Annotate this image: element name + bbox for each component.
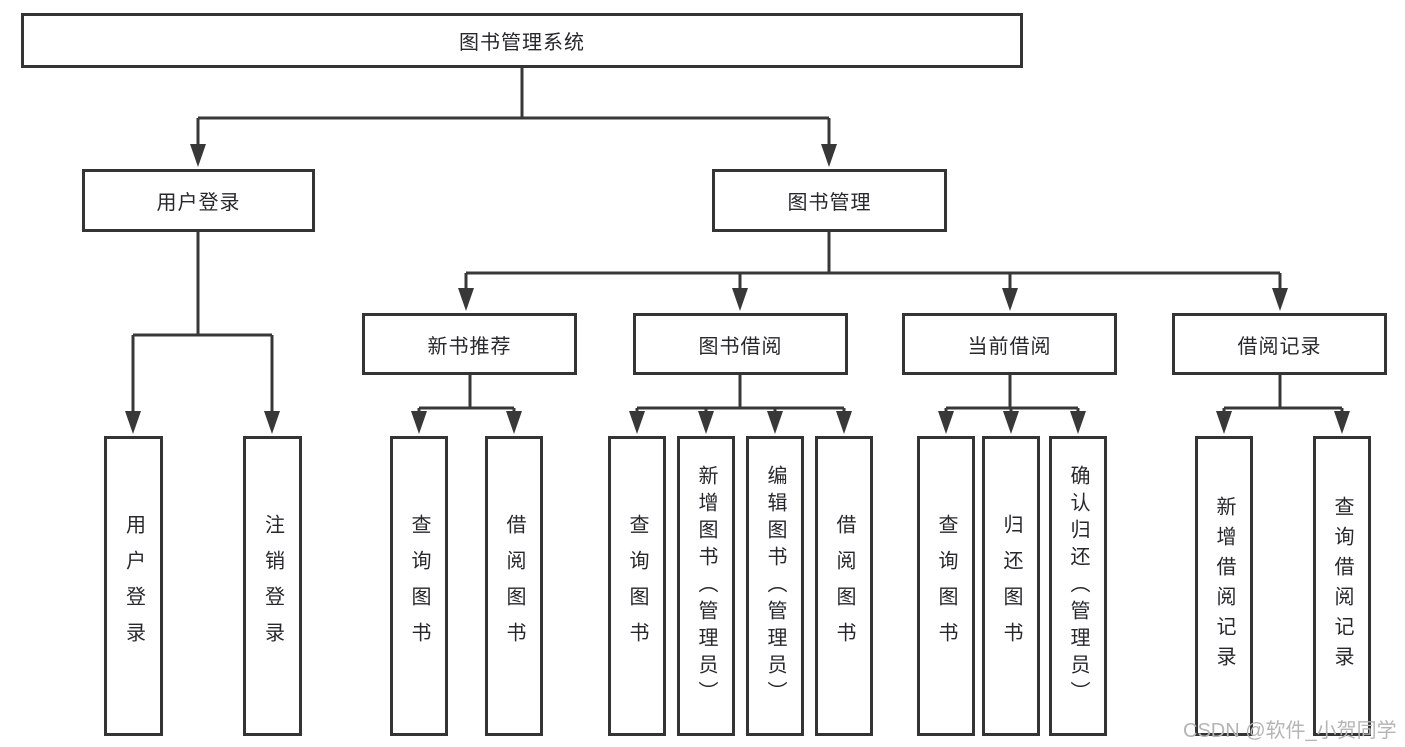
leaf-label: 借阅图书 bbox=[833, 514, 855, 658]
node-current-borrow-label: 当前借阅 bbox=[967, 335, 1052, 358]
csdn-watermark: CSDN @软件_小贺同学 bbox=[1183, 720, 1397, 742]
arrowhead-icon bbox=[264, 411, 280, 434]
leaf-add-books-admin: 新增图书（管理员） bbox=[677, 436, 735, 736]
leaf-add-borrow-record: 新增借阅记录 bbox=[1195, 436, 1253, 736]
leaf-label: 新增借阅记录 bbox=[1213, 496, 1235, 676]
arrowhead-icon bbox=[458, 288, 474, 311]
leaf-edit-books-admin: 编辑图书（管理员） bbox=[746, 436, 804, 736]
arrowhead-icon bbox=[1070, 411, 1086, 434]
arrowhead-icon bbox=[411, 411, 427, 434]
arrowhead-icon bbox=[1272, 288, 1288, 311]
leaf-return-books: 归还图书 bbox=[982, 436, 1040, 736]
arrowhead-icon bbox=[629, 411, 645, 434]
arrowhead-icon bbox=[1002, 288, 1018, 311]
arrowhead-icon bbox=[1334, 411, 1350, 434]
leaf-label: 查询借阅记录 bbox=[1331, 496, 1353, 676]
branch-current-borrow bbox=[938, 375, 1086, 434]
leaf-label: 新增图书（管理员） bbox=[695, 464, 717, 708]
branch-new-book-recommend bbox=[411, 375, 522, 434]
node-user-login-label: 用户登录 bbox=[156, 192, 241, 214]
node-book-borrow: 图书借阅 bbox=[633, 313, 848, 375]
leaf-label: 注销登录 bbox=[261, 514, 284, 658]
node-book-management: 图书管理 bbox=[712, 169, 947, 232]
leaf-query-books-2: 查询图书 bbox=[608, 436, 666, 736]
node-book-borrow-label: 图书借阅 bbox=[698, 335, 783, 358]
branch-user-login bbox=[125, 232, 280, 434]
node-borrow-record: 借阅记录 bbox=[1172, 313, 1387, 375]
node-user-login: 用户登录 bbox=[82, 169, 315, 232]
leaf-label: 查询图书 bbox=[935, 514, 957, 658]
leaf-query-books-1: 查询图书 bbox=[390, 436, 448, 736]
branch-borrow-record bbox=[1216, 375, 1350, 434]
node-borrow-record-label: 借阅记录 bbox=[1237, 335, 1322, 358]
node-book-management-label: 图书管理 bbox=[787, 192, 872, 214]
arrowhead-icon bbox=[938, 411, 954, 434]
leaf-label: 借阅图书 bbox=[503, 514, 525, 658]
leaf-label: 确认归还（管理员） bbox=[1067, 464, 1089, 708]
branch-root bbox=[190, 68, 837, 167]
leaf-label: 查询图书 bbox=[626, 514, 648, 658]
leaf-query-borrow-record: 查询借阅记录 bbox=[1313, 436, 1371, 736]
node-new-book-recommend: 新书推荐 bbox=[362, 313, 577, 375]
leaf-label: 查询图书 bbox=[408, 514, 430, 658]
leaf-query-books-3: 查询图书 bbox=[917, 436, 975, 736]
leaf-logout: 注销登录 bbox=[243, 436, 302, 736]
arrowhead-icon bbox=[836, 411, 852, 434]
branch-book-management bbox=[458, 232, 1288, 311]
leaf-label: 归还图书 bbox=[1000, 514, 1022, 658]
arrowhead-icon bbox=[821, 144, 837, 167]
node-root: 图书管理系统 bbox=[21, 13, 1023, 68]
leaf-user-login: 用户登录 bbox=[104, 436, 163, 736]
arrowhead-icon bbox=[1216, 411, 1232, 434]
arrowhead-icon bbox=[1003, 411, 1019, 434]
arrowhead-icon bbox=[732, 288, 748, 311]
arrowhead-icon bbox=[698, 411, 714, 434]
leaf-borrow-books-1: 借阅图书 bbox=[485, 436, 543, 736]
node-root-label: 图书管理系统 bbox=[459, 32, 585, 54]
leaf-label: 编辑图书（管理员） bbox=[764, 464, 786, 708]
arrowhead-icon bbox=[190, 144, 206, 167]
branch-book-borrow bbox=[629, 375, 852, 434]
node-new-book-recommend-label: 新书推荐 bbox=[427, 335, 512, 358]
leaf-label: 用户登录 bbox=[122, 514, 145, 658]
leaf-borrow-books-2: 借阅图书 bbox=[815, 436, 873, 736]
arrowhead-icon bbox=[506, 411, 522, 434]
node-current-borrow: 当前借阅 bbox=[902, 313, 1117, 375]
leaf-confirm-return-admin: 确认归还（管理员） bbox=[1049, 436, 1107, 736]
arrowhead-icon bbox=[767, 411, 783, 434]
arrowhead-icon bbox=[125, 411, 141, 434]
